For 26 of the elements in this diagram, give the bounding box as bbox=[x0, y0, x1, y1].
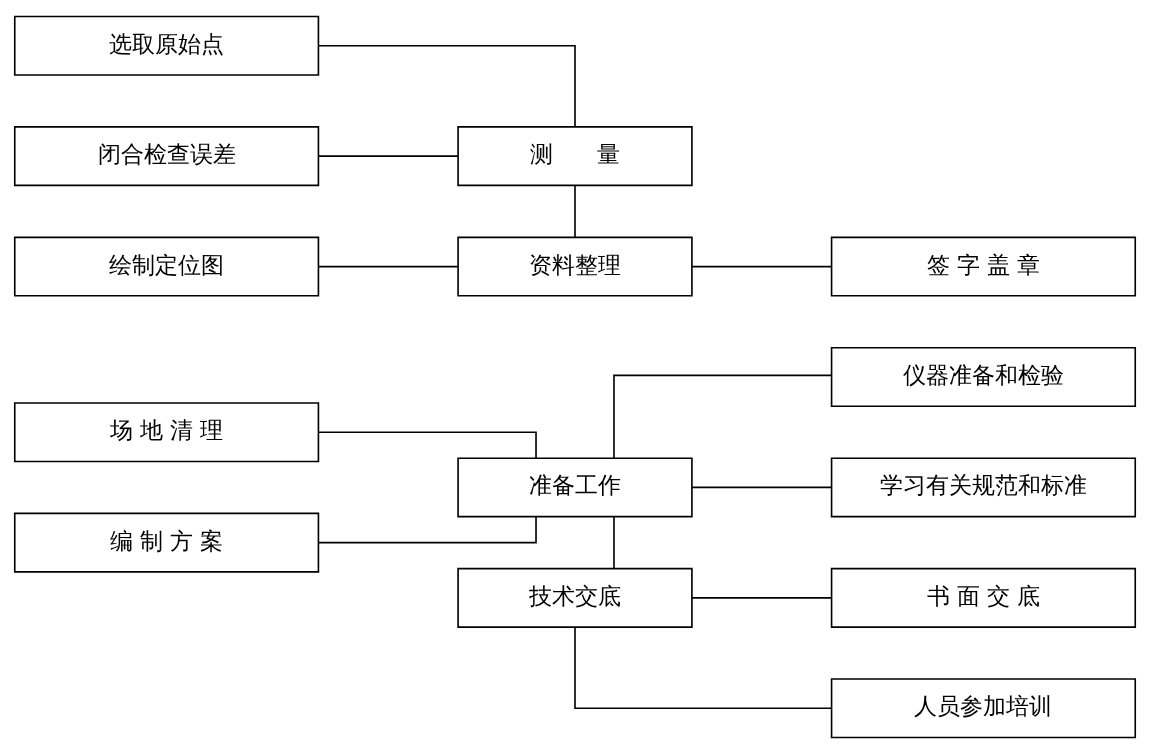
node-box: 人员参加培训 bbox=[830, 678, 1137, 739]
connector bbox=[317, 516, 537, 544]
node-box: 仪器准备和检验 bbox=[830, 346, 1137, 408]
connector bbox=[691, 597, 833, 599]
node-box: 签 字 盖 章 bbox=[830, 236, 1137, 297]
connector bbox=[317, 155, 459, 157]
node-box: 资料整理 bbox=[457, 236, 693, 297]
node-box: 准备工作 bbox=[457, 457, 693, 518]
node-box: 选取原始点 bbox=[13, 15, 320, 76]
node-box: 测 量 bbox=[457, 126, 693, 187]
connector bbox=[317, 265, 459, 268]
connector bbox=[691, 265, 833, 268]
connector bbox=[574, 184, 576, 238]
connector bbox=[613, 516, 615, 569]
connector bbox=[613, 374, 833, 459]
node-box: 学习有关规范和标准 bbox=[830, 457, 1137, 518]
connector bbox=[317, 44, 576, 128]
connector bbox=[574, 626, 833, 710]
node-box: 书 面 交 底 bbox=[830, 567, 1137, 628]
node-box: 编 制 方 案 bbox=[13, 512, 320, 573]
node-box: 闭合检查误差 bbox=[13, 126, 320, 187]
connector bbox=[691, 486, 833, 489]
node-box: 场 地 清 理 bbox=[13, 402, 320, 463]
node-box: 绘制定位图 bbox=[13, 236, 320, 297]
node-box: 技术交底 bbox=[457, 567, 693, 628]
connector bbox=[317, 431, 537, 459]
